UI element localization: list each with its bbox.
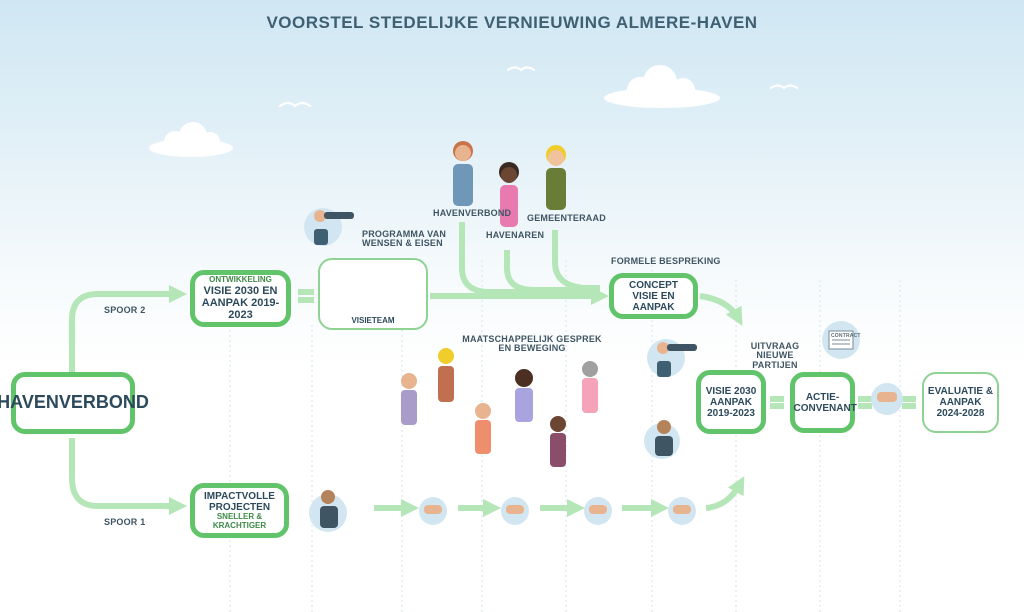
actie-convenant-box: ACTIE-CONVENANT [790,372,857,433]
visie-2030-label: VISIE 2030 EN AANPAK 2019- 2023 [201,284,280,321]
handshake-icon [501,497,529,525]
visie-aanpak-2019-label: VISIE 2030 AANPAK 2019-2023 [705,385,757,419]
stakeholder-havenverbond-label: HAVENVERBOND [433,208,512,218]
visie-2030-box: ONTWIKKELING VISIE 2030 EN AANPAK 2019- … [190,270,291,327]
actie-convenant-label: ACTIE-CONVENANT [793,391,857,414]
stakeholder-gemeenteraad-label: GEMEENTERAAD [527,213,606,223]
handshake-icon [871,383,903,415]
visieteam-label: VISIETEAM [351,316,395,326]
spoor1-label: SPOOR 1 [104,517,146,527]
binoculars-icon [647,339,697,377]
bird-icon [769,84,799,90]
person-havenaren-figure [499,162,519,227]
maatschappelijk-label: MAATSCHAPPELIJK GESPREK EN BEWEGING [462,334,602,354]
impactvolle-label: IMPACTVOLLE PROJECTEN [204,490,275,513]
programma-label: PROGRAMMA VAN WENSEN & EISEN [362,229,447,249]
cloud-icon [149,122,233,157]
person-icon [309,490,347,532]
visie-aanpak-2019-box: VISIE 2030 AANPAK 2019-2023 [696,370,766,434]
uitvraag-label: UITVRAAG NIEUWE PARTIJEN [750,341,800,370]
handshake-icon [668,497,696,525]
concept-visie-label: CONCEPT VISIE EN AANPAK [629,279,678,313]
evaluatie-box: EVALUATIE & AANPAK 2024-2028 [922,372,999,433]
cloud-icon [604,65,720,108]
page-title: VOORSTEL STEDELIJKE VERNIEUWING ALMERE-H… [266,13,758,32]
concept-visie-box: CONCEPT VISIE EN AANPAK [609,273,698,319]
spoor2-label: SPOOR 2 [104,305,146,315]
impactvolle-projecten-box: IMPACTVOLLE PROJECTEN SNELLER & KRACHTIG… [190,483,289,538]
contract-icon [822,321,860,359]
bird-icon [506,66,536,72]
contract-icon-text: CONTRACT [831,333,861,339]
person-gemeenteraad-figure [546,145,566,210]
stakeholder-havenaren-label: HAVENAREN [486,230,545,240]
havenverbond-main-label: HAVENVERBOND [0,392,149,413]
visieteam-box: VISIETEAM [318,258,428,330]
person-havenverbond-figure [453,141,473,206]
formele-bespreking-label: FORMELE BESPREKING [611,256,721,266]
havenverbond-main-box: HAVENVERBOND [0,372,149,434]
evaluatie-label: EVALUATIE & AANPAK 2024-2028 [927,386,994,419]
crowd-figures [401,348,598,467]
handshake-icon [419,497,447,525]
person-icon [644,420,680,459]
bird-icon [278,101,312,108]
impactvolle-sub: SNELLER & KRACHTIGER [212,511,267,530]
binoculars-icon [304,208,354,246]
handshake-icon [584,497,612,525]
visie-2030-sub: ONTWIKKELING [209,274,272,284]
